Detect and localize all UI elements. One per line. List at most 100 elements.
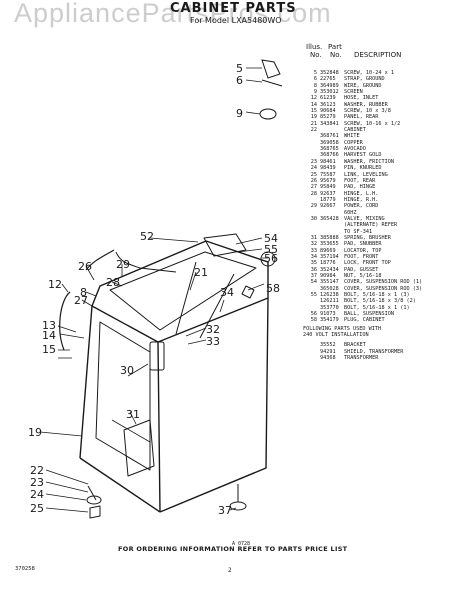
part-illus-no: 21 bbox=[310, 120, 317, 127]
callout-30: 30 bbox=[120, 364, 134, 377]
part-description: WIRE, GROUND bbox=[344, 82, 382, 89]
part-row: TO SF-341 bbox=[303, 229, 468, 235]
part-number: 92637 bbox=[320, 190, 336, 197]
part-description: HARVEST GOLD bbox=[344, 152, 382, 159]
part-number: 95849 bbox=[320, 184, 336, 191]
part-description: VALVE, MIXING bbox=[344, 215, 385, 222]
callout-29: 29 bbox=[116, 258, 130, 271]
part-number: 364989 bbox=[320, 82, 339, 89]
callout-23: 23 bbox=[30, 476, 44, 489]
callout-25: 25 bbox=[30, 502, 44, 515]
part-illus-no: 29 bbox=[310, 203, 317, 210]
part-number: 368761 bbox=[320, 133, 339, 140]
part-illus-no: 55 bbox=[310, 292, 317, 299]
cabinet-top-opening bbox=[109, 251, 257, 331]
part-description: LOCATOR, TOP bbox=[344, 247, 382, 254]
part-description: SPRING, BRUSHER bbox=[344, 234, 391, 241]
part-description: SCREW, 10-24 x 1 bbox=[344, 70, 394, 76]
drawing-reference: A 0728 bbox=[232, 541, 251, 547]
brusher-spring-assembly bbox=[123, 419, 155, 477]
page-subtitle: For Model LXA5480WO bbox=[190, 16, 282, 25]
part-number: 61239 bbox=[320, 95, 336, 102]
part-description: NUT, 5/16-18 bbox=[344, 273, 382, 279]
part-illus-no: 12 bbox=[310, 95, 317, 102]
callout-5: 5 bbox=[236, 62, 243, 75]
part-number: 352848 bbox=[320, 70, 339, 76]
part-description: FOOT, FRONT bbox=[344, 253, 379, 260]
part-description: LINK, LEVELING bbox=[344, 171, 388, 178]
callout-12: 12 bbox=[48, 278, 62, 291]
part-illus-no: 54 bbox=[310, 279, 317, 286]
part-description: TRANSFORMER bbox=[344, 355, 379, 362]
inlet-hose bbox=[59, 291, 71, 351]
header-illus-no: No. bbox=[310, 51, 322, 59]
part-description: WHITE bbox=[344, 133, 360, 140]
part-description: COPPER bbox=[344, 139, 363, 146]
callout-21: 21 bbox=[194, 266, 208, 279]
callout-24: 24 bbox=[30, 488, 44, 501]
part-description: BOLT, 5/16-18 x 3/8 (2) bbox=[344, 298, 416, 305]
extra-parts-subheading: 240 VOLT INSTALLATION bbox=[303, 332, 369, 339]
part-description: BRACKET bbox=[344, 342, 366, 349]
callout-15: 15 bbox=[42, 343, 56, 356]
part-number: 357194 bbox=[320, 253, 339, 260]
part-description: TO SF-341 bbox=[344, 228, 373, 235]
callout-28: 28 bbox=[106, 276, 120, 289]
callout-32: 32 bbox=[206, 323, 220, 336]
part-description: BALL, SUSPENSION bbox=[344, 311, 394, 318]
part-description: SCREW, 10-16 x 1/2 bbox=[344, 120, 401, 127]
mixing-valve bbox=[149, 341, 165, 371]
part-number: 352434 bbox=[320, 266, 339, 273]
part-number: 90684 bbox=[320, 108, 336, 115]
part-number: 94291 bbox=[320, 348, 336, 355]
part-number: 18776 bbox=[320, 260, 336, 267]
callout-9: 9 bbox=[236, 107, 243, 120]
ground-strap bbox=[261, 59, 281, 79]
part-description: HINGE, L.H. bbox=[344, 190, 379, 197]
part-description: SCREEN bbox=[344, 89, 363, 96]
header-illus: Illus. bbox=[306, 43, 323, 51]
part-illus-no: 8 bbox=[313, 82, 317, 89]
part-description: PAD, SNUBBER bbox=[344, 241, 382, 248]
part-description: PAD, HINGE bbox=[344, 184, 376, 191]
part-number: 354179 bbox=[320, 317, 339, 324]
part-number: 126211 bbox=[320, 298, 339, 305]
callout-34: 34 bbox=[220, 286, 234, 299]
callout-22: 22 bbox=[30, 464, 44, 477]
part-number: 95679 bbox=[320, 177, 336, 184]
part-number: 355147 bbox=[320, 279, 339, 286]
part-number: 353012 bbox=[320, 89, 339, 96]
part-description: BOLT, 5/16-18 x 1 (3) bbox=[344, 292, 410, 299]
part-description: AVOCADO bbox=[344, 146, 366, 153]
header-description: DESCRIPTION bbox=[354, 51, 402, 59]
part-number: 92667 bbox=[320, 203, 336, 210]
part-illus-no: 37 bbox=[310, 273, 317, 279]
part-illus-no: 58 bbox=[310, 317, 317, 324]
callout-19: 19 bbox=[28, 426, 42, 439]
part-illus-no: 31 bbox=[310, 234, 317, 241]
part-row: 60HZ bbox=[303, 210, 468, 216]
part-description: POWER, CORD bbox=[344, 203, 379, 210]
part-illus-no: 32 bbox=[310, 241, 317, 248]
part-description: SHIELD, TRANSFORMER bbox=[344, 348, 404, 355]
part-number: 368766 bbox=[320, 152, 339, 159]
part-row: (ALTERNATE) REFER bbox=[303, 222, 468, 228]
part-number: 385888 bbox=[320, 234, 339, 241]
part-description: WASHER, RUBBER bbox=[344, 101, 388, 108]
callout-31: 31 bbox=[126, 408, 140, 421]
